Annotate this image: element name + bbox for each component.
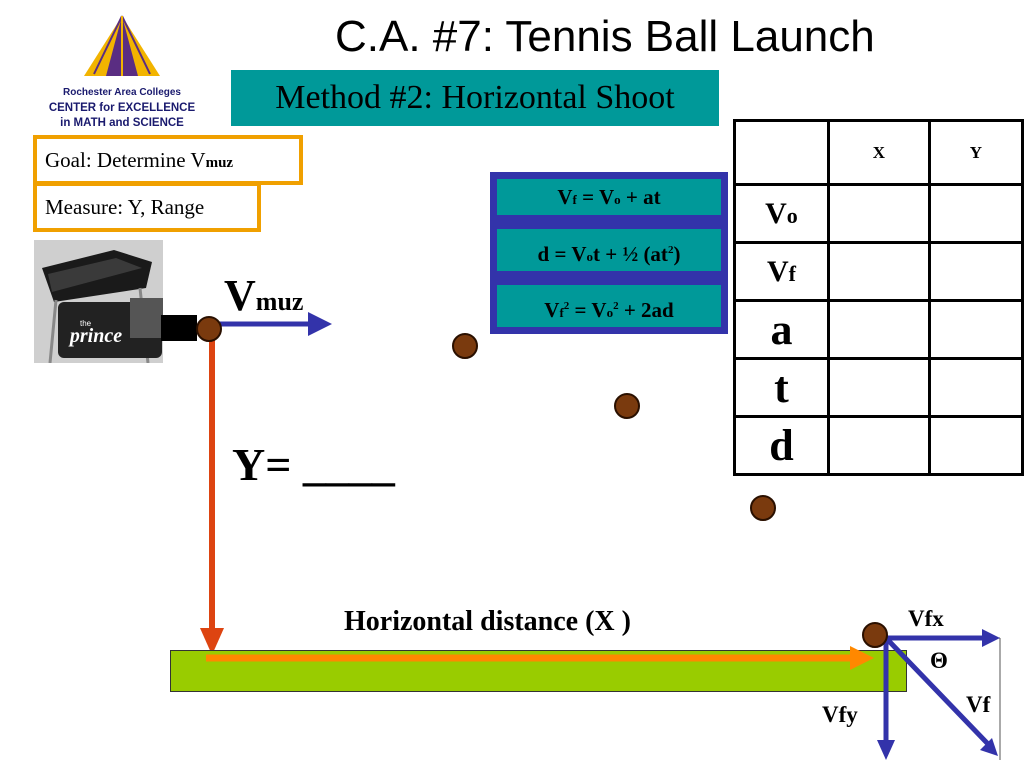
table-row: Vf [733,241,1024,302]
cell-d-x[interactable] [826,415,931,476]
drop-arrow-head-icon [200,628,224,655]
logo-line-1: Rochester Area Colleges [62,87,181,98]
vf-arrow-shaft [884,636,990,746]
eq3-vo-squared: 2 [613,300,619,312]
slide-title: C.A. #7: Tennis Ball Launch [335,12,875,61]
cell-t-y[interactable] [927,357,1024,418]
cell-t-x[interactable] [826,357,931,418]
measure-box: Measure: Y, Range [33,182,261,232]
prince-brand-text: prince [68,325,122,347]
table-header-corner [733,119,830,186]
eq3-vf-squared: 2 [563,300,570,312]
goal-subscript: muz [205,155,234,171]
ball-launch [196,316,222,342]
table-header-row: X Y [733,119,1024,186]
table-row: t [733,357,1024,418]
cell-vo-y[interactable] [927,183,1024,244]
ball-trajectory-1 [452,333,478,359]
vf-arrow-head-icon [980,738,998,756]
cell-d-y[interactable] [927,415,1024,476]
eq1-at: + at [620,185,661,209]
cell-a-y[interactable] [927,299,1024,360]
vfy-label: Vfy [822,702,858,727]
eq3-v: V [544,298,560,322]
eq1-vo: = V [576,185,615,209]
vfx-label: Vfx [908,606,944,631]
starburst-logo-icon [84,15,160,76]
row-label-a: a [733,299,830,360]
eq2-half-at: t + ½ (at [592,242,668,266]
table-row: d [733,415,1024,476]
vmuz-main: V [224,271,256,320]
row-label-d: d [733,415,830,476]
eq1-v: V [557,185,573,209]
eq2-vo-sub: o [586,249,593,264]
equation-velocity-squared: Vf2 = Vo2 + 2ad [490,278,728,334]
theta-label: Θ [930,648,948,673]
eq3-vo-sub: o [606,305,614,320]
ball-launcher-photo: prince the [34,240,163,363]
launcher-nozzle [161,315,197,341]
eq2-close: ) [673,242,681,266]
vf-label: Vf [966,692,991,717]
equation-displacement: d = Vot + ½ (at2) [490,222,728,278]
equation-velocity: Vf = Vo + at [490,172,728,222]
eq3-vf-sub: f [559,305,564,320]
logo-line-2: CENTER for EXCELLENCE [48,102,196,114]
vmuz-arrow-head-icon [308,312,332,336]
vmuz-subscript: muz [255,287,304,316]
table-row: Vo [733,183,1024,244]
ball-landing [862,622,888,648]
y-drop-label: Y= ____ [232,439,395,490]
kinematics-table: X Y Vo Vf a t d [733,119,1024,476]
goal-text: Goal: Determine V [45,148,206,172]
eq2-d: d = V [537,242,587,266]
vfx-arrow-head-icon [982,629,1000,647]
row-label-t: t [733,357,830,418]
ball-trajectory-2 [614,393,640,419]
logo-line-3: in MATH and SCIENCE [60,117,184,129]
row-label-vo: Vo [733,183,830,244]
table-row: a [733,299,1024,360]
rac-logo: Rochester Area Colleges CENTER for EXCEL… [34,14,210,134]
prince-small-text: the [80,319,92,328]
method-banner: Method #2: Horizontal Shoot [231,70,719,126]
cell-vf-x[interactable] [826,241,931,302]
table-header-y: Y [927,119,1024,186]
vmuz-label: Vmuz [224,270,303,321]
eq3-2ad: + 2ad [618,298,674,322]
table-header-x: X [826,119,931,186]
range-arrow-head-icon [850,646,874,670]
cell-vf-y[interactable] [927,241,1024,302]
vfy-arrow-head-icon [877,740,895,760]
launcher-image-icon: prince the [34,240,163,363]
ball-trajectory-3 [750,495,776,521]
eq1-vf-sub: f [572,192,577,207]
horizontal-distance-label: Horizontal distance (X ) [344,606,631,637]
row-label-vf: Vf [733,241,830,302]
eq3-vo: = V [569,298,607,322]
eq1-vo-sub: o [614,192,621,207]
cell-a-x[interactable] [826,299,931,360]
cell-vo-x[interactable] [826,183,931,244]
eq2-squared: 2 [667,244,674,256]
